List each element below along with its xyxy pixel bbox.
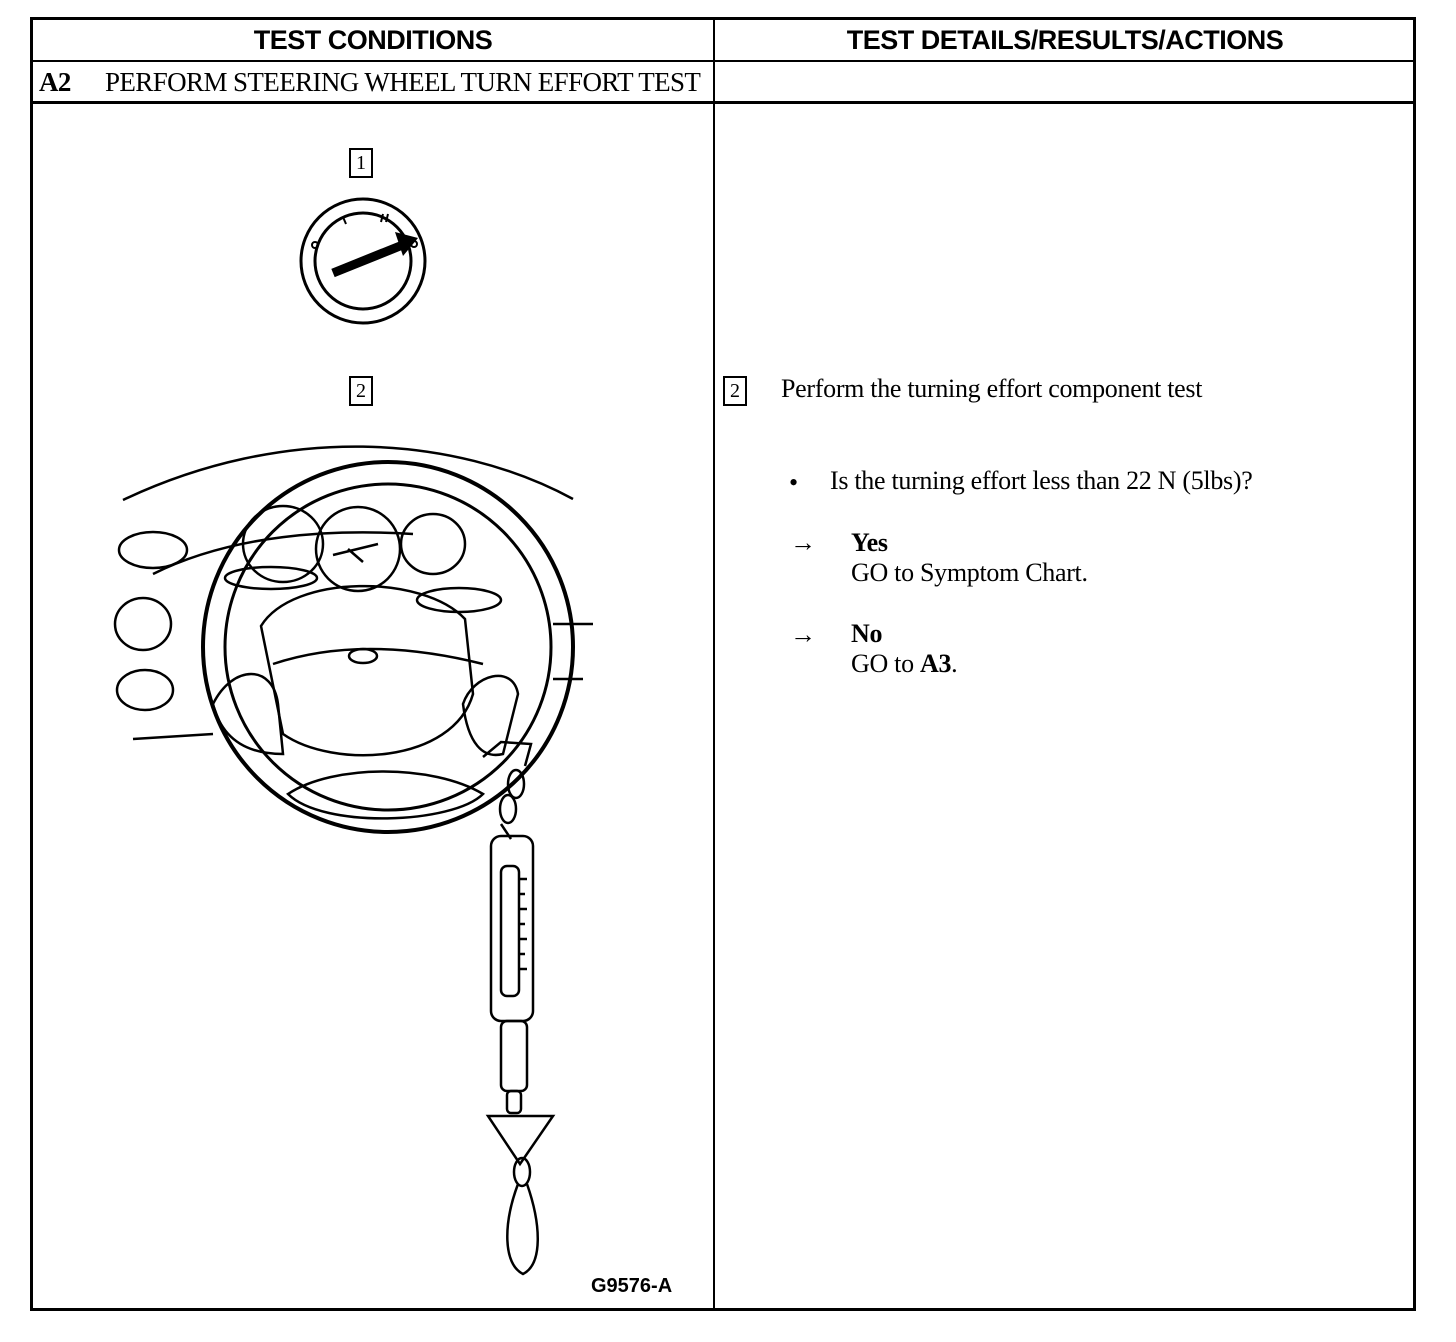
ignition-switch-icon — [299, 197, 427, 325]
figure-illustration — [113, 197, 593, 1276]
figure-code: G9576-A — [591, 1275, 673, 1297]
header-divider — [33, 60, 1416, 62]
header-test-conditions: TEST CONDITIONS — [253, 24, 493, 55]
no-action-prefix: GO to — [851, 649, 920, 678]
yes-label: Yes — [851, 528, 888, 557]
column-divider — [713, 20, 715, 1311]
question-text: Is the turning effort less than 22 N (5l… — [830, 466, 1253, 495]
step-title-row: A2 PERFORM STEERING WHEEL TURN EFFORT TE… — [39, 64, 701, 100]
bullet-icon: • — [789, 468, 798, 497]
no-action-ref[interactable]: A3 — [919, 649, 952, 678]
diagnostic-test-sheet: TEST CONDITIONS TEST DETAILS/RESULTS/ACT… — [30, 17, 1416, 1311]
spring-scale-icon — [482, 740, 556, 1276]
instruction-text: Perform the turning effort component tes… — [781, 374, 1203, 403]
no-label: No — [851, 619, 883, 648]
arrow-right-icon: → — [790, 620, 816, 649]
yes-action: GO to Symptom Chart. — [851, 558, 1088, 587]
no-action: GO to A3. — [851, 649, 958, 679]
figure-callout-2: 2 — [349, 376, 373, 406]
steering-wheel-icon — [113, 445, 593, 834]
details-callout-2: 2 — [723, 376, 747, 406]
header-test-details: TEST DETAILS/RESULTS/ACTIONS — [846, 24, 1284, 55]
step-divider — [33, 101, 1416, 104]
no-action-suffix: . — [951, 649, 958, 678]
step-id: A2 — [39, 66, 71, 97]
step-title: PERFORM STEERING WHEEL TURN EFFORT TEST — [105, 66, 701, 97]
figure-callout-1: 1 — [349, 148, 373, 178]
arrow-right-icon: → — [790, 528, 816, 557]
